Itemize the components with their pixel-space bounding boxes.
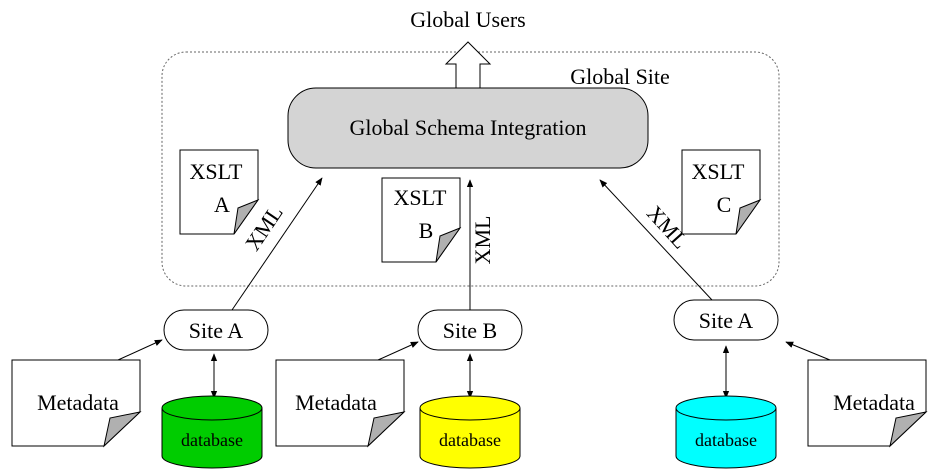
metadata-label: Metadata [295,390,377,415]
xslt-a-line1: XSLT [190,159,244,184]
metadata-label: Metadata [37,390,119,415]
site-label: Site A [189,318,244,343]
global-users-arrow [444,41,492,90]
xslt-a-line2: A [214,192,230,217]
site-label: Site B [443,318,497,343]
xslt-b-line1: XSLT [394,185,448,210]
database-cylinder [675,408,777,469]
metadata-label: Metadata [833,390,915,415]
global-schema-label: Global Schema Integration [349,115,586,140]
xslt-c-document: XSLT C [681,149,762,235]
doc-fold [367,411,406,448]
database-label: database [439,430,501,450]
xslt-b-line2: B [419,218,434,243]
database-top [161,395,263,421]
xslt-c-line1: XSLT [692,159,746,184]
site-label: Site A [699,308,754,333]
site-node [673,299,779,341]
xml-arrow-a [231,177,323,311]
doc-fold [735,198,762,235]
metadata-arrow [377,341,419,361]
global-site-label: Global Site [570,64,670,89]
xslt-a-document: XSLT A [179,149,260,235]
database-cylinder [419,408,521,469]
database-label: database [695,430,757,450]
global-users-label: Global Users [410,7,525,32]
xslt-b-document: XSLT B [381,177,462,263]
database-top [419,395,521,421]
database-top [675,395,777,421]
site-node [417,309,523,351]
xml-arrow-c [599,179,713,301]
metadata-arrow [785,341,831,361]
doc-fold [233,198,260,235]
doc-fold [889,411,928,448]
database-cylinder [161,408,263,469]
metadata-arrow [117,339,163,361]
doc-fold [435,226,462,263]
database-label: database [181,430,243,450]
site-node [163,309,269,351]
global-schema-box [287,87,649,169]
site-a-left: Site A Metadata database [11,309,269,469]
doc-fold [103,411,142,448]
xml-label-b: XML [470,216,495,265]
xslt-c-line2: C [717,192,732,217]
site-b: Site B Metadata database [275,309,523,469]
site-a-right: Site A Metadata database [673,299,928,469]
